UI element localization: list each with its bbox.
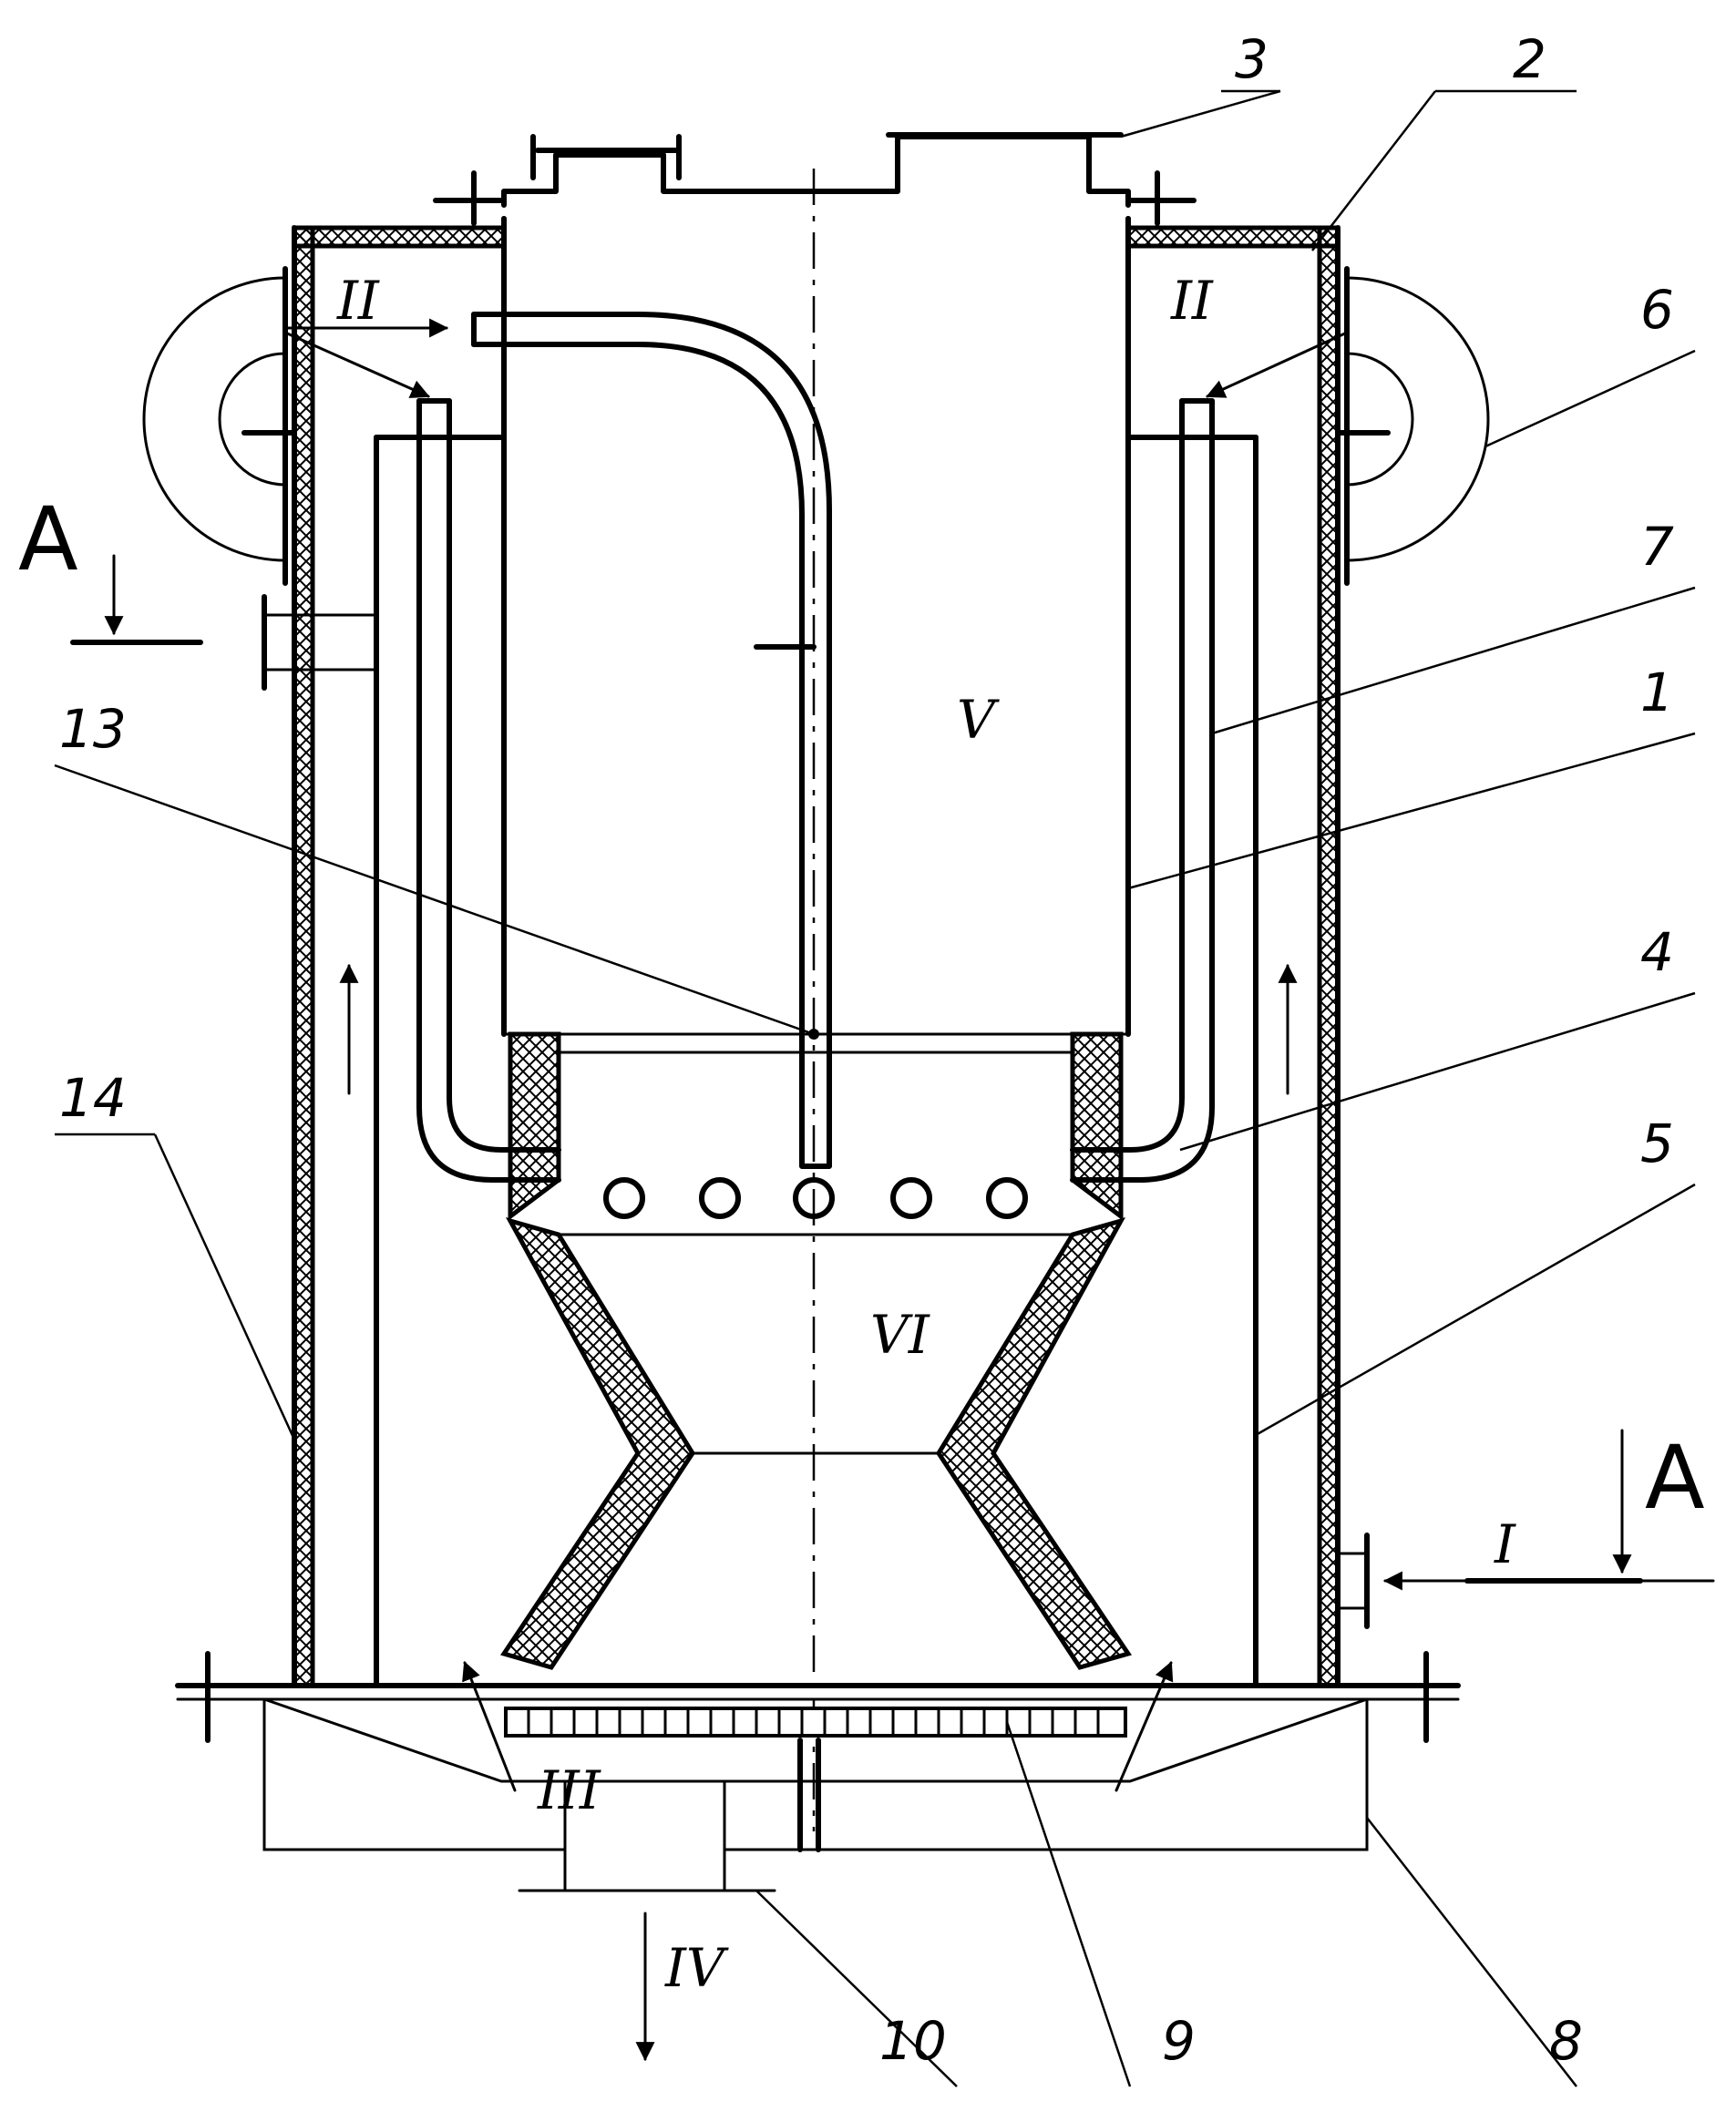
part-label-1: 1: [1640, 661, 1674, 723]
part-label-4: 4: [1640, 921, 1674, 983]
gas-flow-arrow-right: [1115, 1661, 1174, 1792]
flow-label-v: V: [957, 689, 1000, 751]
outer-casing: [292, 216, 1341, 1688]
air-supply-pipes: [416, 398, 1215, 1183]
grate-and-ash-base: [175, 1651, 1461, 2062]
central-gas-tube: [471, 312, 832, 1169]
part-label-3: 3: [1235, 28, 1269, 90]
part-label-6: 6: [1640, 279, 1674, 341]
part-label-7: 7: [1640, 516, 1674, 578]
labels: 3 2 6 7 1 4 5 8 9 10 13 14 II II V VI II…: [18, 28, 1705, 2072]
section-mark-left: A: [18, 488, 78, 590]
top-cover: [433, 132, 1197, 226]
flow-label-vi: VI: [870, 1304, 930, 1366]
part-label-14: 14: [59, 1067, 127, 1129]
part-label-9: 9: [1162, 2010, 1196, 2072]
section-marks: [70, 554, 1643, 1584]
gas-flow-arrow-left: [462, 1661, 517, 1792]
tuyere-hole: [603, 1177, 645, 1219]
tuyere-hole: [890, 1177, 932, 1219]
tuyere-hole: [793, 1177, 835, 1219]
top-flow-arrows: [283, 318, 1349, 398]
grate: [504, 1707, 1127, 1738]
tuyere-hole: [986, 1177, 1028, 1219]
tuyere-belt: [508, 1031, 1124, 1236]
flow-label-ii-right: II: [1170, 270, 1214, 332]
flow-label-ii-left: II: [336, 270, 380, 332]
flow-label-iv: IV: [664, 1937, 729, 1999]
part-label-10: 10: [879, 2010, 947, 2072]
part-label-8: 8: [1549, 2010, 1583, 2072]
part-label-13: 13: [59, 698, 127, 760]
leader-lines: [54, 89, 1696, 2087]
recirculation-loops: [142, 266, 1490, 586]
part-label-5: 5: [1640, 1112, 1674, 1174]
flow-label-i: I: [1494, 1513, 1516, 1575]
part-label-2: 2: [1513, 28, 1546, 90]
annular-channel-walls: [339, 435, 1298, 1688]
tuyere-hole: [699, 1177, 741, 1219]
combustion-throat: [500, 1216, 1132, 1670]
flow-label-iii: III: [537, 1759, 601, 1821]
ash-outlet: [563, 1779, 726, 1892]
section-mark-right: A: [1645, 1427, 1705, 1529]
